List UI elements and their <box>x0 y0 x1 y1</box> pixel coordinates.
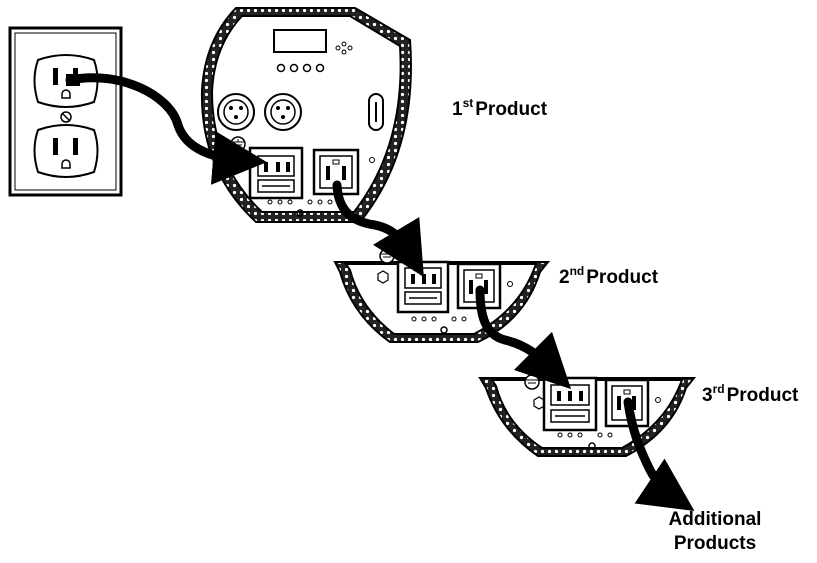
ir-sensor-icon <box>335 41 353 55</box>
power-inlet-icon <box>542 376 598 432</box>
ground-icon <box>379 248 395 264</box>
product-1-rear-panel <box>200 7 412 223</box>
product-2-rear-panel <box>333 248 551 343</box>
additional-products-line-1: Additional <box>668 509 762 530</box>
vent-dots <box>267 199 333 217</box>
xlr-connector-icon <box>217 93 302 131</box>
display-icon <box>273 29 327 53</box>
additional-products-label: Additional Products <box>660 508 770 556</box>
product-3-rear-panel <box>478 374 697 457</box>
wall-outlet-icon <box>8 26 123 197</box>
ground-icon <box>524 374 540 390</box>
vent-dots <box>411 316 467 334</box>
power-inlet-icon <box>396 260 450 314</box>
power-link-arrow-icon <box>65 73 695 511</box>
ground-icon <box>230 136 246 152</box>
buttons-icon <box>276 63 325 73</box>
vent-dots <box>557 432 613 450</box>
power-inlet-icon <box>248 146 304 200</box>
additional-products-line-2: Products <box>673 533 757 554</box>
fuse-holder-icon <box>368 93 384 131</box>
